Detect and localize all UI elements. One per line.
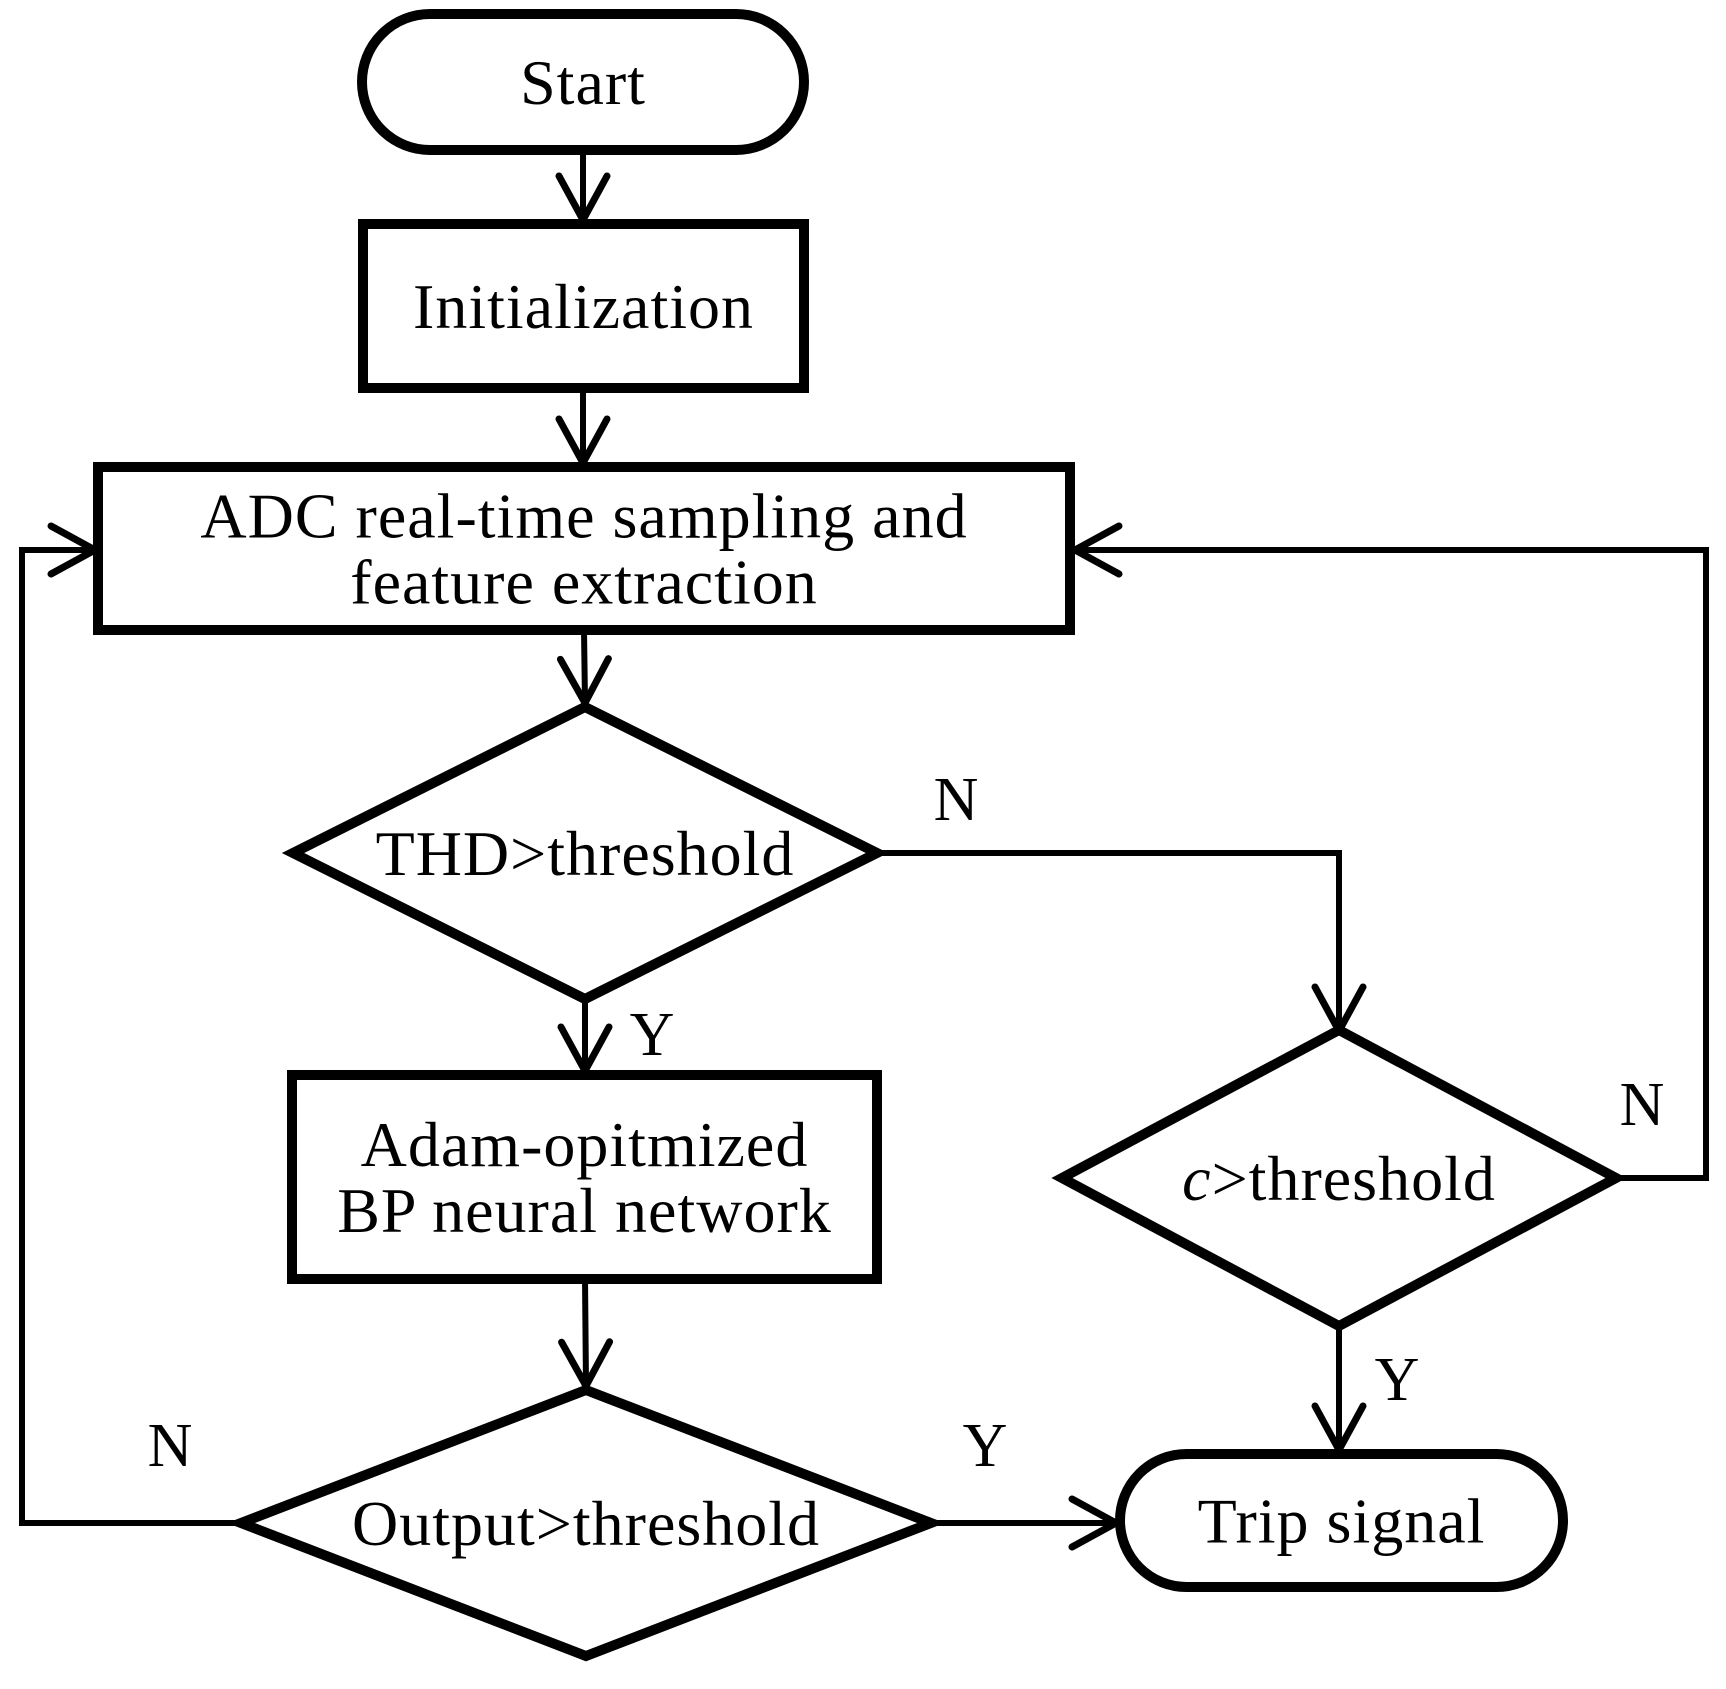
node-start: Start — [357, 9, 809, 155]
c-decision-label: c>threshold — [1182, 1143, 1496, 1214]
node-initialization: Initialization — [358, 219, 809, 393]
initialization-box-shape — [358, 219, 809, 393]
edge-adam-to-output — [558, 1278, 614, 1394]
edge-label-output-yes-to-trip: Y — [963, 1412, 1008, 1480]
node-thd-decision: THD>threshold — [281, 701, 889, 1005]
thd-decision-diamond-shape — [281, 701, 889, 1005]
edge-label-thd-no-to-c: N — [934, 766, 979, 834]
edge-output-no-loop-to-adc — [19, 522, 241, 1526]
edge-c-no-loop-to-adc — [1067, 522, 1709, 1181]
adc-sampling-box-shape — [93, 462, 1075, 635]
adam-bp-network-label: Adam-opitmized — [361, 1109, 809, 1180]
start-label: Start — [520, 47, 646, 118]
edge-label-c-no-loop-to-adc: N — [1620, 1071, 1665, 1139]
thd-decision-label: THD>threshold — [376, 818, 795, 889]
output-decision-label: Output>threshold — [352, 1488, 820, 1559]
adc-sampling-label: feature extraction — [350, 546, 818, 617]
node-output-decision: Output>threshold — [227, 1384, 945, 1662]
node-trip-signal: Trip signal — [1115, 1449, 1568, 1592]
c-decision-diamond-shape — [1051, 1024, 1627, 1332]
adam-bp-network-label: BP neural network — [337, 1175, 832, 1246]
initialization-label: Initialization — [413, 271, 754, 342]
edge-label-output-no-loop-to-adc: N — [148, 1412, 193, 1480]
adam-bp-network-box-shape — [287, 1070, 882, 1284]
trip-signal-stadium-shape — [1115, 1449, 1568, 1592]
edge-label-c-yes-to-trip: Y — [1375, 1346, 1420, 1414]
trip-signal-label: Trip signal — [1198, 1485, 1486, 1556]
adc-sampling-label: ADC real-time sampling and — [200, 480, 967, 551]
output-decision-diamond-shape — [227, 1384, 945, 1662]
edge-label-thd-yes-to-adam: Y — [630, 1001, 675, 1069]
node-c-decision: c>threshold — [1051, 1024, 1627, 1332]
start-stadium-shape — [357, 9, 809, 155]
edge-adc-to-thd — [556, 629, 612, 711]
edge-thd-no-to-c — [878, 850, 1367, 1039]
